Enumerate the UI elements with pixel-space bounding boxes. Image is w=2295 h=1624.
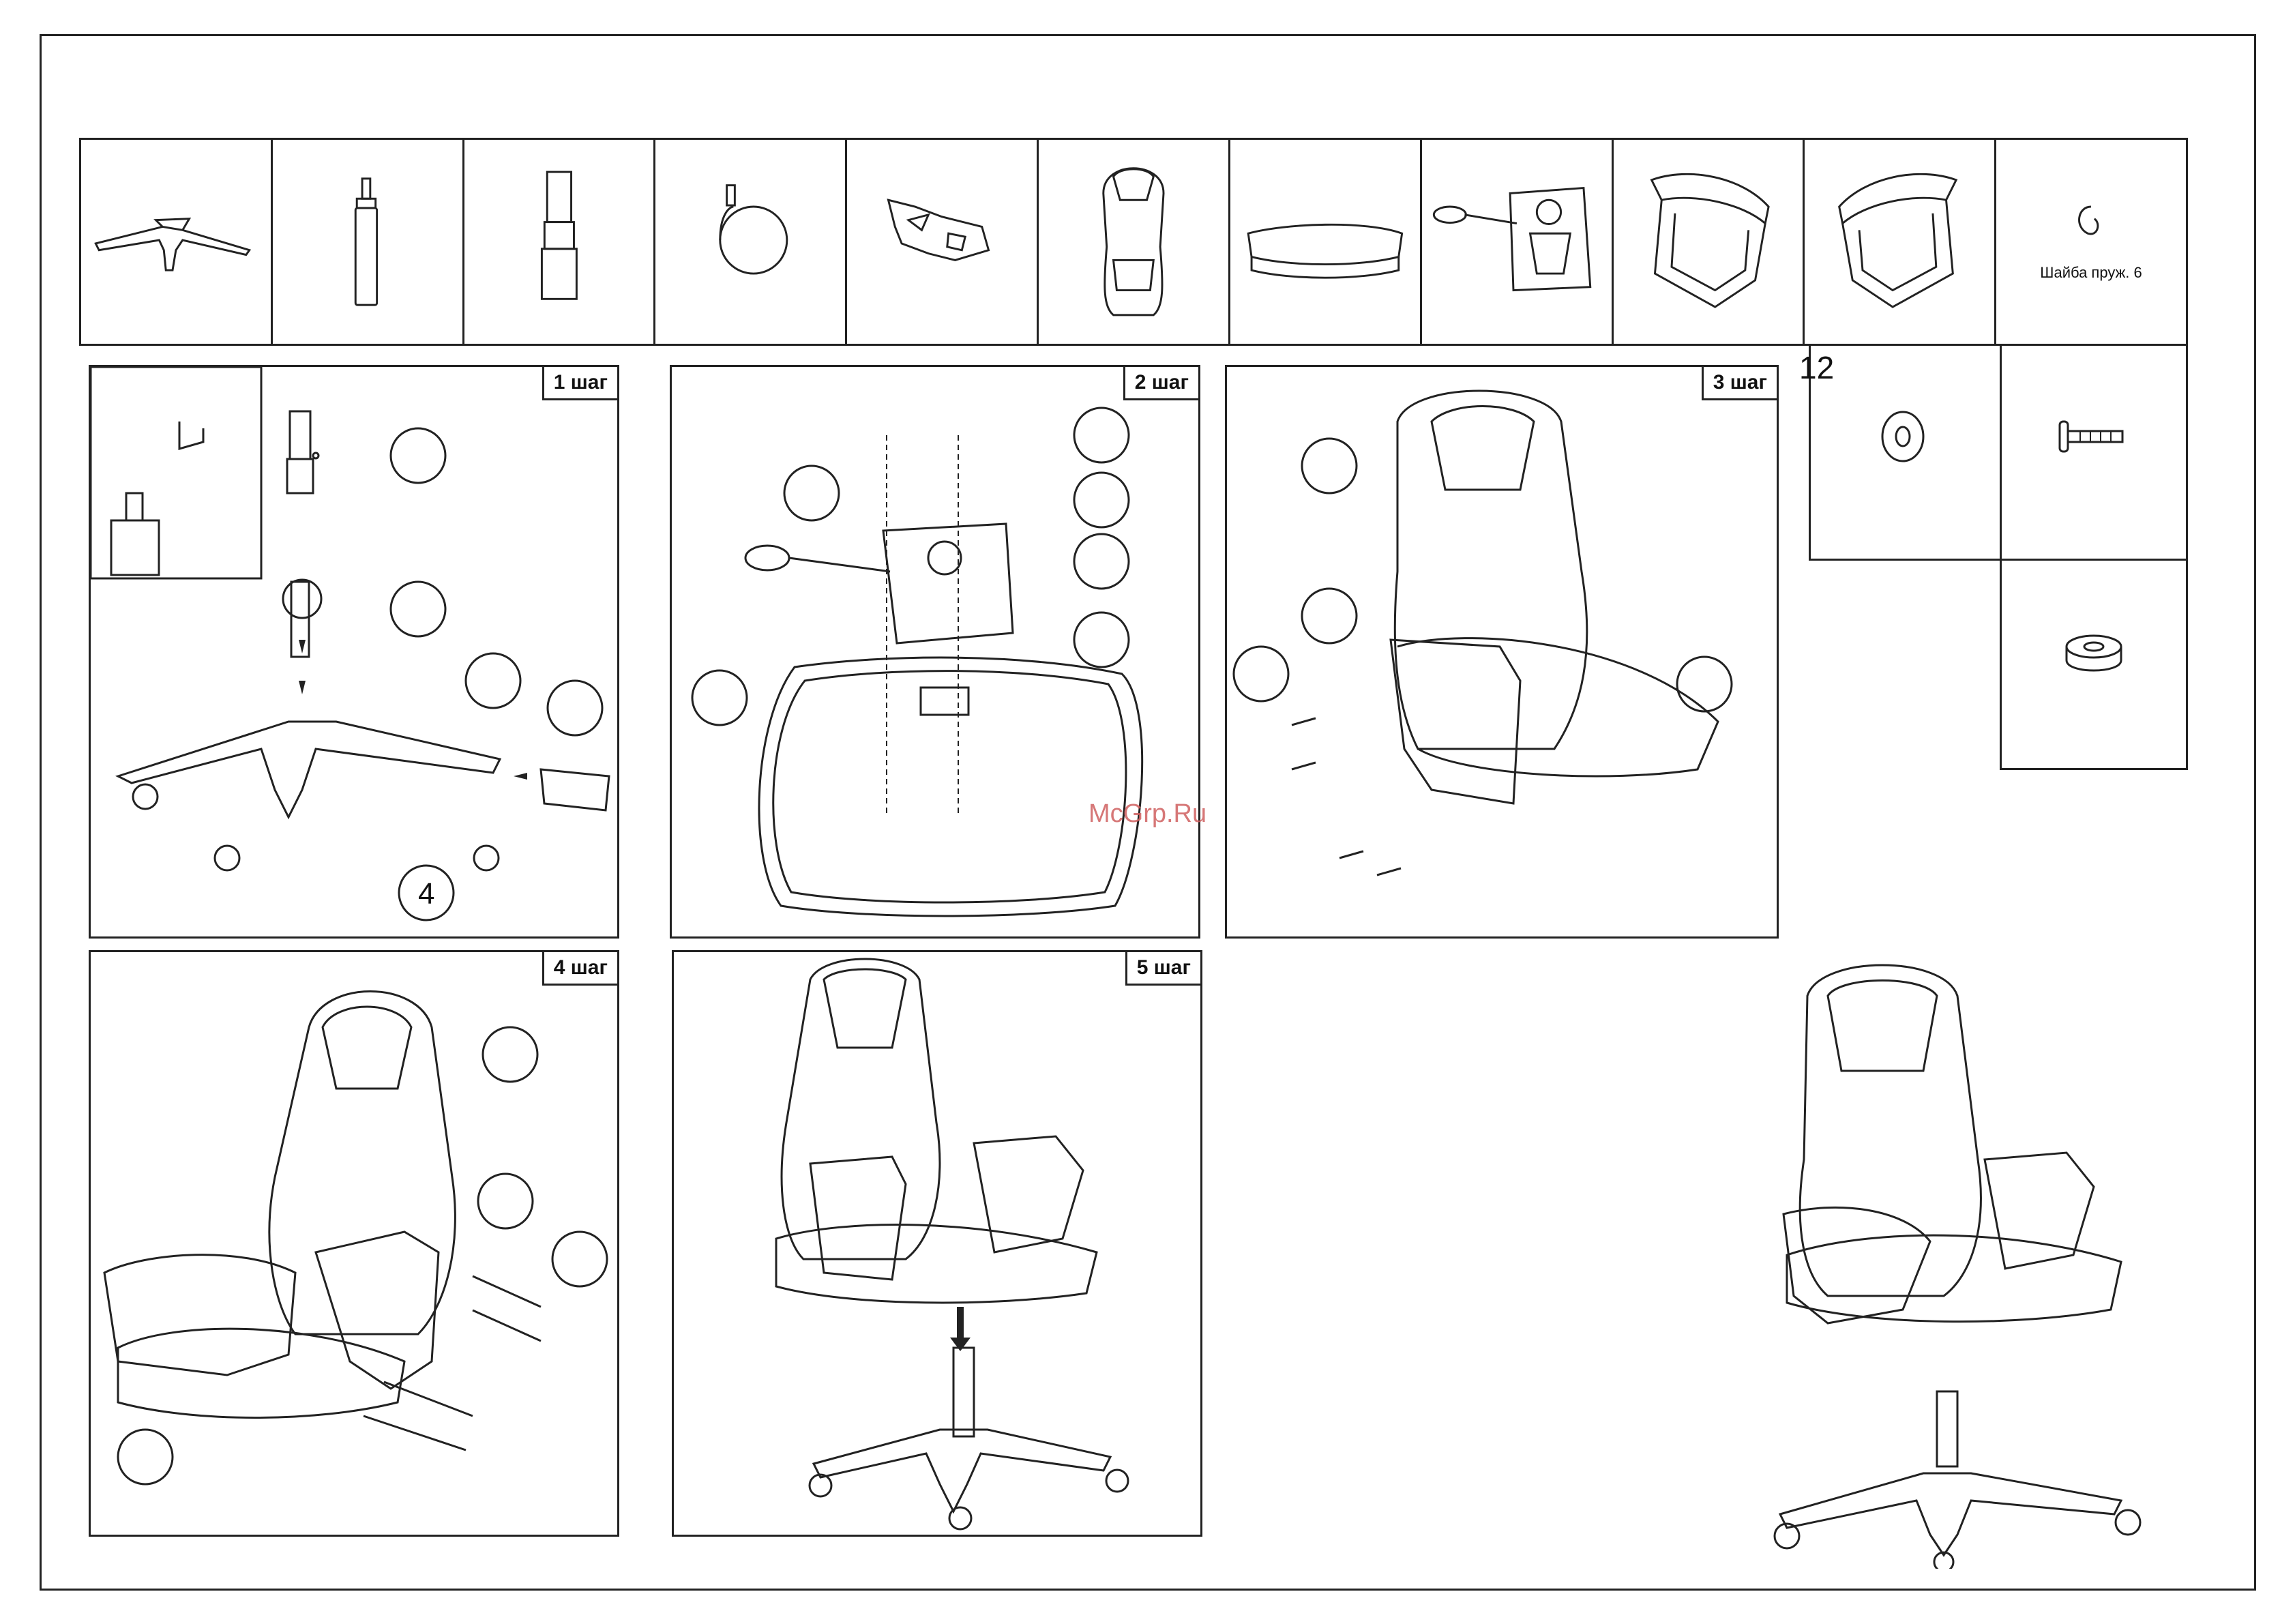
part-armrest-left xyxy=(1614,140,1805,344)
tilt-mechanism-icon xyxy=(1422,140,1612,344)
armrest-icon xyxy=(1805,140,1994,344)
part-gas-lift xyxy=(273,140,464,344)
step-5-drawing xyxy=(674,952,1204,1539)
step-4-drawing xyxy=(91,952,621,1539)
part-seat xyxy=(1230,140,1422,344)
armrest-icon xyxy=(1614,140,1803,344)
step-2-drawing xyxy=(672,367,1202,941)
step-3-drawing xyxy=(1227,367,1781,941)
part-spring-washer: Шайба пруж. 6 xyxy=(1996,140,2186,344)
parts-table: Шайба пруж. 6 xyxy=(79,138,2188,346)
part-bracket xyxy=(847,140,1039,344)
gas-lift-icon xyxy=(273,140,462,344)
cover-tube-icon xyxy=(464,140,654,344)
part-gas-lift-cover xyxy=(464,140,656,344)
step-1-callout-4: 4 xyxy=(418,877,434,911)
star-base-icon xyxy=(81,140,271,344)
spacer-ring-icon xyxy=(2060,628,2128,682)
backrest-icon xyxy=(1039,140,1228,344)
step-1-drawing xyxy=(91,367,621,941)
assembled-chair-illustration xyxy=(1726,955,2203,1569)
part-caster xyxy=(655,140,847,344)
step-1-panel: 1 шаг 4 xyxy=(89,365,619,939)
step-4-panel: 4 шаг xyxy=(89,950,619,1537)
part-backrest xyxy=(1039,140,1230,344)
part-number-12: 12 xyxy=(1799,349,1834,386)
bolt-icon xyxy=(2053,416,2135,457)
step-5-panel: 5 шаг xyxy=(672,950,1202,1537)
watermark: McGrp.Ru xyxy=(1089,799,1206,829)
part-base xyxy=(81,140,273,344)
caster-wheel-icon xyxy=(655,140,845,344)
step-3-panel: 3 шаг xyxy=(1225,365,1779,939)
bracket-icon xyxy=(847,140,1037,344)
seat-icon xyxy=(1230,140,1420,344)
spring-washer-label: Шайба пруж. 6 xyxy=(1996,264,2186,282)
flat-washer-icon xyxy=(1869,402,1937,471)
part-mechanism xyxy=(1422,140,1614,344)
step-2-panel: 2 шаг xyxy=(670,365,1200,939)
part-armrest-right xyxy=(1805,140,1996,344)
spring-washer-icon xyxy=(1996,140,2186,344)
